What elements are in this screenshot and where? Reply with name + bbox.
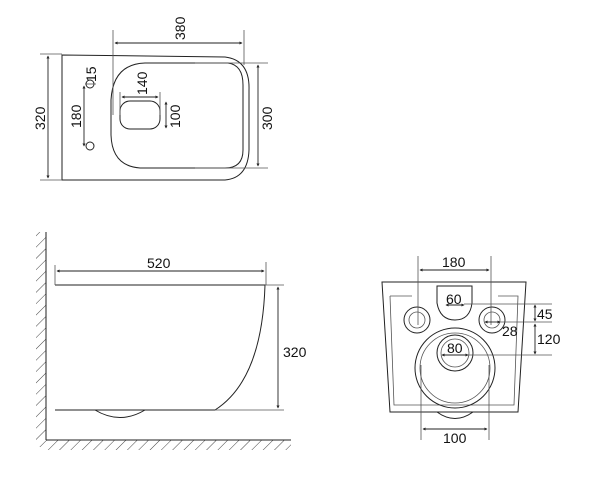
dim-label-520: 520 xyxy=(147,255,171,271)
bowl-opening xyxy=(119,100,161,130)
top-outline xyxy=(61,54,250,181)
side-foot xyxy=(94,409,146,418)
side-body-outline xyxy=(55,284,266,411)
top-view: 380 320 300 180 15 140 100 xyxy=(32,16,275,181)
front-outline xyxy=(381,281,527,413)
left-hole xyxy=(403,306,431,334)
dim-label-380: 380 xyxy=(172,16,188,40)
dim-label-300: 300 xyxy=(259,106,275,130)
outlet-circle xyxy=(436,334,474,372)
floor-hatch xyxy=(46,440,291,450)
fixing-hole xyxy=(85,141,95,151)
dim-label-15: 15 xyxy=(83,66,99,82)
dim-label-320: 320 xyxy=(32,106,48,130)
front-foot xyxy=(436,411,474,419)
dim-label-180-front: 180 xyxy=(442,254,466,270)
front-view: 180 60 28 45 120 80 100 xyxy=(381,254,561,446)
dim-label-180: 180 xyxy=(68,104,84,128)
dim-label-28: 28 xyxy=(502,323,518,339)
dim-label-100: 100 xyxy=(167,104,183,128)
dim-label-100-front: 100 xyxy=(443,430,467,446)
right-hole xyxy=(478,306,506,334)
dim-label-140: 140 xyxy=(134,71,150,95)
dim-label-45: 45 xyxy=(537,306,553,322)
dim-label-80: 80 xyxy=(447,340,463,356)
dim-label-320-side: 320 xyxy=(283,344,307,360)
bowl-circle xyxy=(414,327,496,409)
dim-label-120: 120 xyxy=(537,331,561,347)
inlet-slot xyxy=(436,285,473,321)
wall-hatch xyxy=(36,232,46,447)
dim-label-60: 60 xyxy=(446,291,462,307)
side-view: 520 320 xyxy=(36,232,307,450)
